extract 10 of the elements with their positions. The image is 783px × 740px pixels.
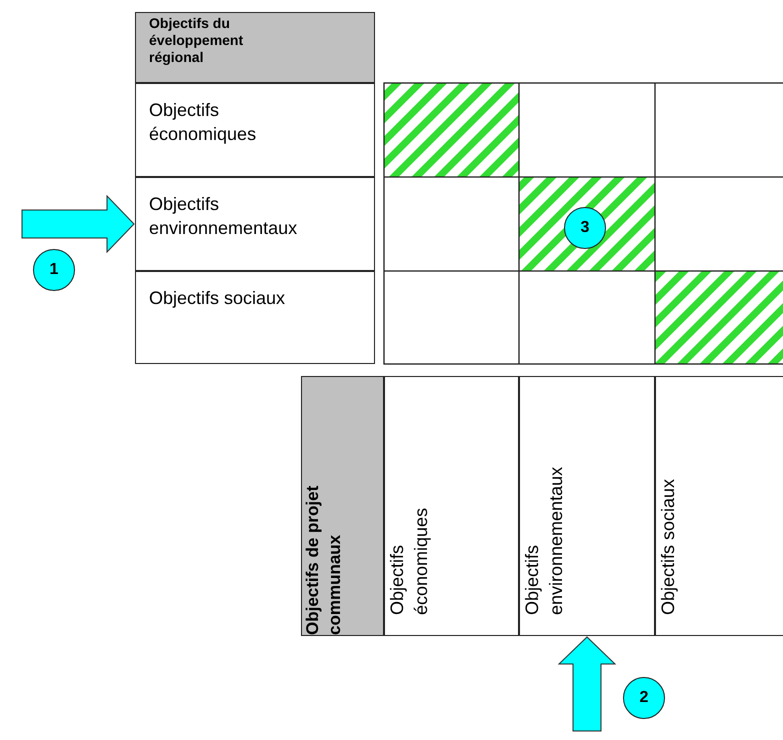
row-header-cell: Objectifs environnementaux [135, 177, 375, 271]
column-header-cell: Objectifs environnementaux [519, 376, 655, 636]
row-header-cell: Objectifs économiques [135, 83, 375, 177]
block-arrow [558, 636, 616, 732]
header-cell: Objectifs de projet communaux [301, 376, 384, 636]
column-header-cell: Objectifs sociaux [655, 376, 783, 636]
column-header-cell: Objectifs économiques [384, 376, 519, 636]
header-cell: Objectifs du éveloppement régional [135, 12, 375, 83]
block-arrow [22, 194, 135, 254]
row-header-cell: Objectifs sociaux [135, 271, 375, 364]
